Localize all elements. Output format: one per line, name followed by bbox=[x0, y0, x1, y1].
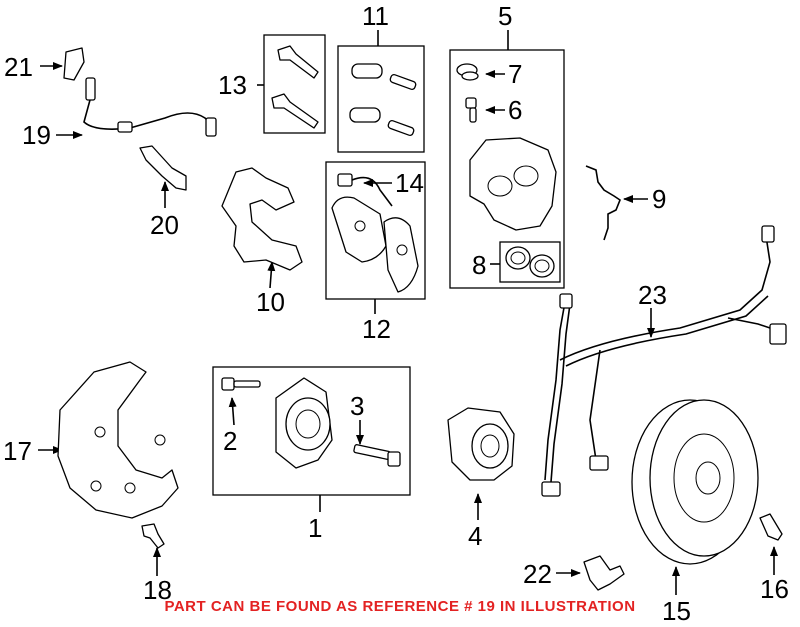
part-11-guide-pins bbox=[349, 63, 417, 137]
callout-7: 7 bbox=[508, 59, 522, 89]
callout-5: 5 bbox=[498, 1, 512, 31]
callout-11: 11 bbox=[362, 1, 389, 31]
callout-16: 16 bbox=[760, 574, 789, 604]
part-23-abs-harness bbox=[541, 225, 787, 497]
box-13 bbox=[263, 34, 326, 134]
leader-lines bbox=[38, 30, 778, 595]
callout-10: 10 bbox=[256, 287, 285, 317]
callout-9: 9 bbox=[652, 184, 666, 214]
part-16-wheel-bolt bbox=[759, 513, 783, 541]
part-1-hub-bearing bbox=[275, 377, 333, 469]
part-14-wear-sensor bbox=[337, 173, 393, 207]
callout-8: 8 bbox=[472, 250, 486, 280]
part-13-bolts bbox=[271, 45, 319, 129]
callout-18: 18 bbox=[143, 575, 172, 605]
callout-13: 13 bbox=[218, 70, 247, 100]
callout-labels: 1 2 3 4 5 6 7 8 9 10 11 12 13 14 15 16 1… bbox=[3, 1, 789, 626]
callout-2: 2 bbox=[223, 426, 237, 456]
callout-3: 3 bbox=[350, 391, 364, 421]
callout-12: 12 bbox=[362, 314, 391, 344]
part-7-dust-cap bbox=[456, 63, 479, 81]
callout-4: 4 bbox=[468, 521, 482, 551]
callout-6: 6 bbox=[508, 95, 522, 125]
part-21-bracket-clip bbox=[63, 47, 85, 81]
part-22-speed-sensor bbox=[583, 555, 625, 591]
part-8-seal-kit bbox=[505, 246, 555, 278]
callout-23: 23 bbox=[638, 280, 667, 310]
box-5 bbox=[449, 49, 565, 289]
callout-22: 22 bbox=[523, 559, 552, 589]
part-17-splash-shield bbox=[57, 361, 179, 519]
part-6-bleeder-screw bbox=[465, 97, 477, 123]
reference-footnote: PART CAN BE FOUND AS REFERENCE # 19 IN I… bbox=[164, 598, 636, 615]
callout-21: 21 bbox=[4, 52, 33, 82]
box-1 bbox=[212, 366, 411, 496]
part-9-sensor-bracket bbox=[585, 165, 621, 241]
callout-20: 20 bbox=[150, 210, 179, 240]
part-2-bolt bbox=[221, 377, 261, 391]
part-19-brake-hose bbox=[83, 77, 217, 137]
part-3-bolt bbox=[353, 444, 401, 467]
box-11 bbox=[337, 45, 425, 153]
callout-14: 14 bbox=[395, 168, 424, 198]
part-15-brake-rotor bbox=[631, 399, 759, 565]
part-20-hose-bracket bbox=[139, 145, 187, 191]
part-5-caliper bbox=[469, 137, 557, 231]
box-8 bbox=[499, 241, 561, 283]
callout-19: 19 bbox=[22, 120, 51, 150]
part-10-caliper-bracket bbox=[221, 167, 303, 271]
part-18-screw bbox=[141, 523, 165, 549]
part-12-brake-pads bbox=[331, 196, 419, 293]
callout-17: 17 bbox=[3, 436, 32, 466]
part-4-wheel-hub bbox=[447, 407, 515, 481]
callout-15: 15 bbox=[662, 596, 691, 626]
callout-1: 1 bbox=[308, 513, 322, 543]
